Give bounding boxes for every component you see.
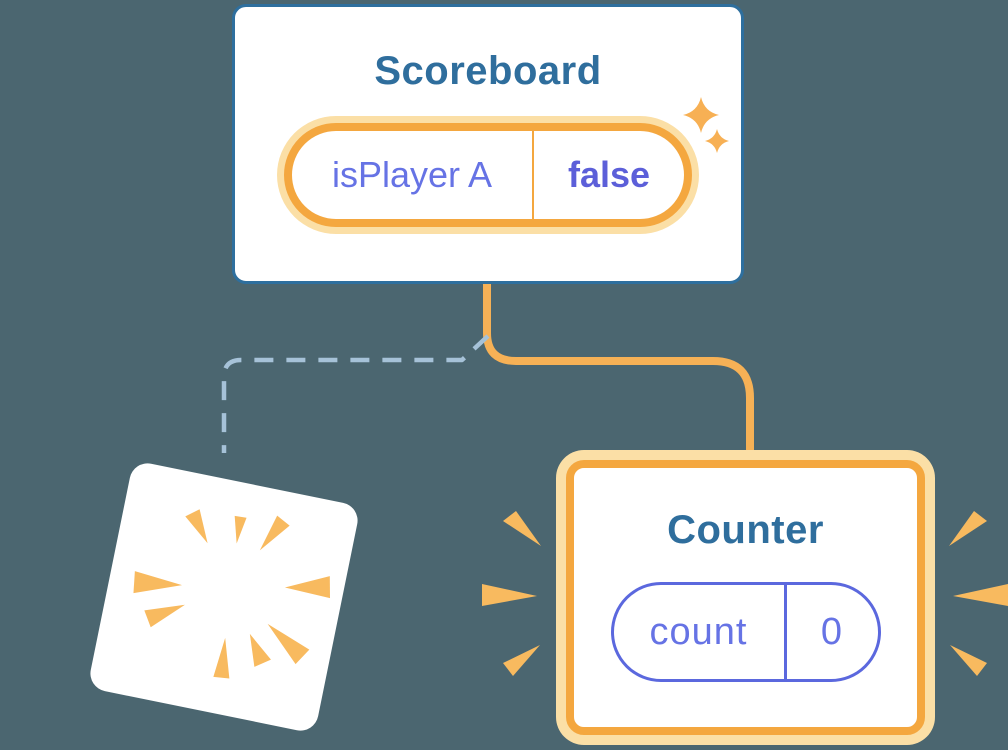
counter-card: Counter count 0 [566, 460, 925, 735]
pill-divider [783, 585, 787, 679]
scoreboard-card: Scoreboard isPlayer A false [232, 4, 744, 284]
connector-dashed-line [221, 334, 490, 453]
connector-solid-line [483, 281, 754, 459]
counter-title: Counter [667, 508, 824, 552]
scoreboard-state-name: isPlayer A [331, 154, 493, 195]
emphasis-sparks-left-icon [482, 511, 541, 676]
scoreboard-state-pill: isPlayer A false [284, 123, 692, 227]
poof-burst-icon [133, 509, 330, 679]
emphasis-sparks-right-icon [949, 511, 1008, 676]
destroyed-card [87, 460, 361, 734]
scoreboard-title: Scoreboard [374, 49, 602, 93]
scoreboard-state-value: false [567, 154, 651, 195]
counter-state-name: count [649, 610, 748, 653]
pill-divider [532, 131, 534, 219]
counter-state-value: 0 [820, 610, 844, 653]
counter-state-pill: count 0 [610, 582, 881, 682]
